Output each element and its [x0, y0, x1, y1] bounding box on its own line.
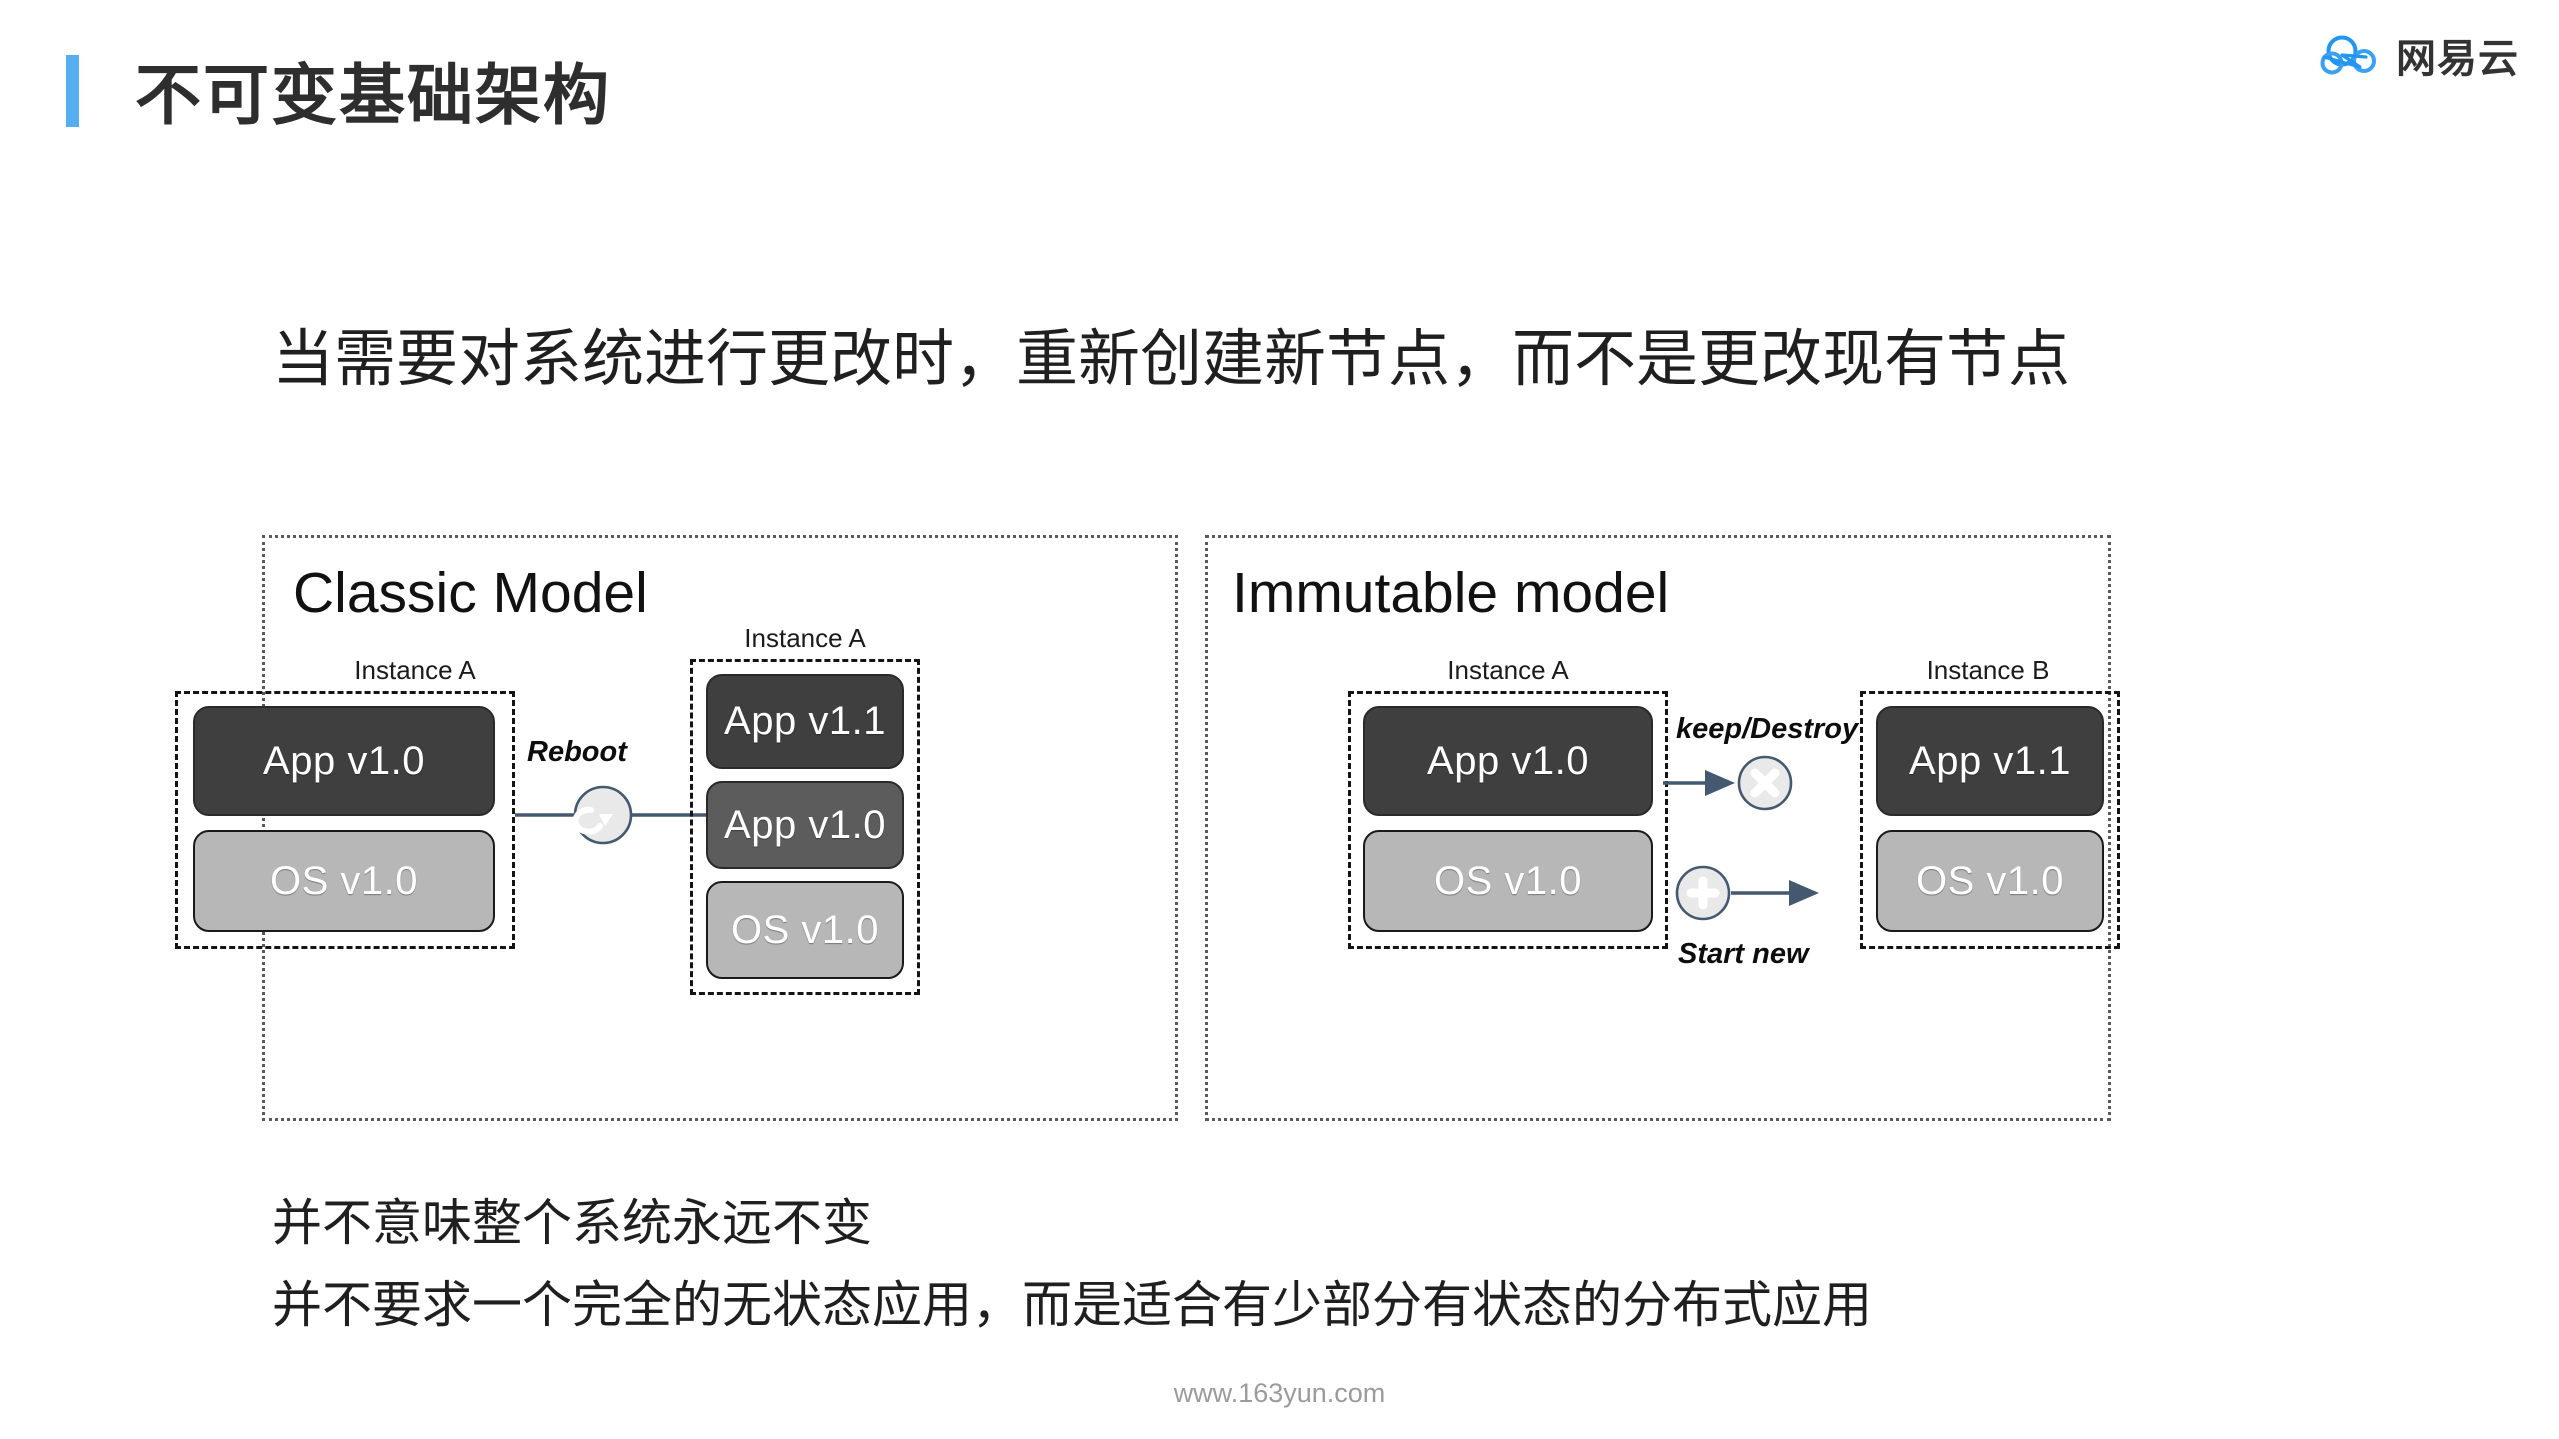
instance-box-classic-before: [175, 691, 515, 949]
flow-label-keep-destroy: keep/Destroy: [1676, 713, 1859, 745]
netease-cloud-logo-icon: [2320, 35, 2376, 75]
instance-label-immutable-b: Instance B: [1926, 655, 2050, 685]
instance-label-classic-after: Instance A: [744, 623, 866, 653]
block-classic-before-0: App v1.0: [193, 706, 495, 816]
block-immutable-a-1: OS v1.0: [1363, 830, 1653, 932]
instance-label-immutable-a: Instance A: [1447, 655, 1569, 685]
block-classic-after-0: App v1.1: [706, 674, 904, 769]
block-immutable-b-0: App v1.1: [1876, 706, 2104, 816]
brand-name: 网易云: [2396, 37, 2519, 81]
panel-title-classic: Classic Model: [293, 561, 648, 625]
block-classic-before-1: OS v1.0: [193, 830, 495, 932]
lead-statement: 当需要对系统进行更改时，重新创建新节点，而不是更改现有节点: [272, 325, 2071, 394]
instance-box-immutable-b: [1860, 691, 2120, 949]
panel-immutable-model: Immutable model Instance A App v1.0 OS v…: [1205, 535, 2120, 1121]
note-line-2: 并不要求一个完全的无状态应用，而是适合有少部分有状态的分布式应用: [272, 1277, 1872, 1333]
block-immutable-a-0: App v1.0: [1363, 706, 1653, 816]
page-title: 不可变基础架构: [135, 58, 611, 132]
block-classic-after-1: App v1.0: [706, 781, 904, 869]
note-line-1: 并不意味整个系统永远不变: [272, 1195, 872, 1251]
slide-header: 不可变基础架构 网易云: [0, 0, 2559, 170]
instance-label-classic-before: Instance A: [354, 655, 476, 685]
connector-keep-destroy: [1663, 755, 1793, 811]
footer-site: www.163yun.com: [1173, 1378, 1386, 1408]
connector-start-new: [1675, 865, 1819, 921]
flow-label-reboot: Reboot: [527, 736, 627, 768]
instance-box-classic-after: [690, 659, 920, 995]
brand-logo: 网易云: [2320, 26, 2519, 84]
panel-title-immutable: Immutable model: [1232, 561, 1670, 625]
flow-label-start-new: Start new: [1678, 938, 1809, 970]
instance-box-immutable-a: [1348, 691, 1668, 949]
block-classic-after-2: OS v1.0: [706, 881, 904, 979]
block-immutable-b-1: OS v1.0: [1876, 830, 2104, 932]
title-accent-bar: [66, 55, 79, 127]
panel-classic-model: Classic Model Instance A App v1.0 OS v1.…: [175, 535, 1178, 1121]
